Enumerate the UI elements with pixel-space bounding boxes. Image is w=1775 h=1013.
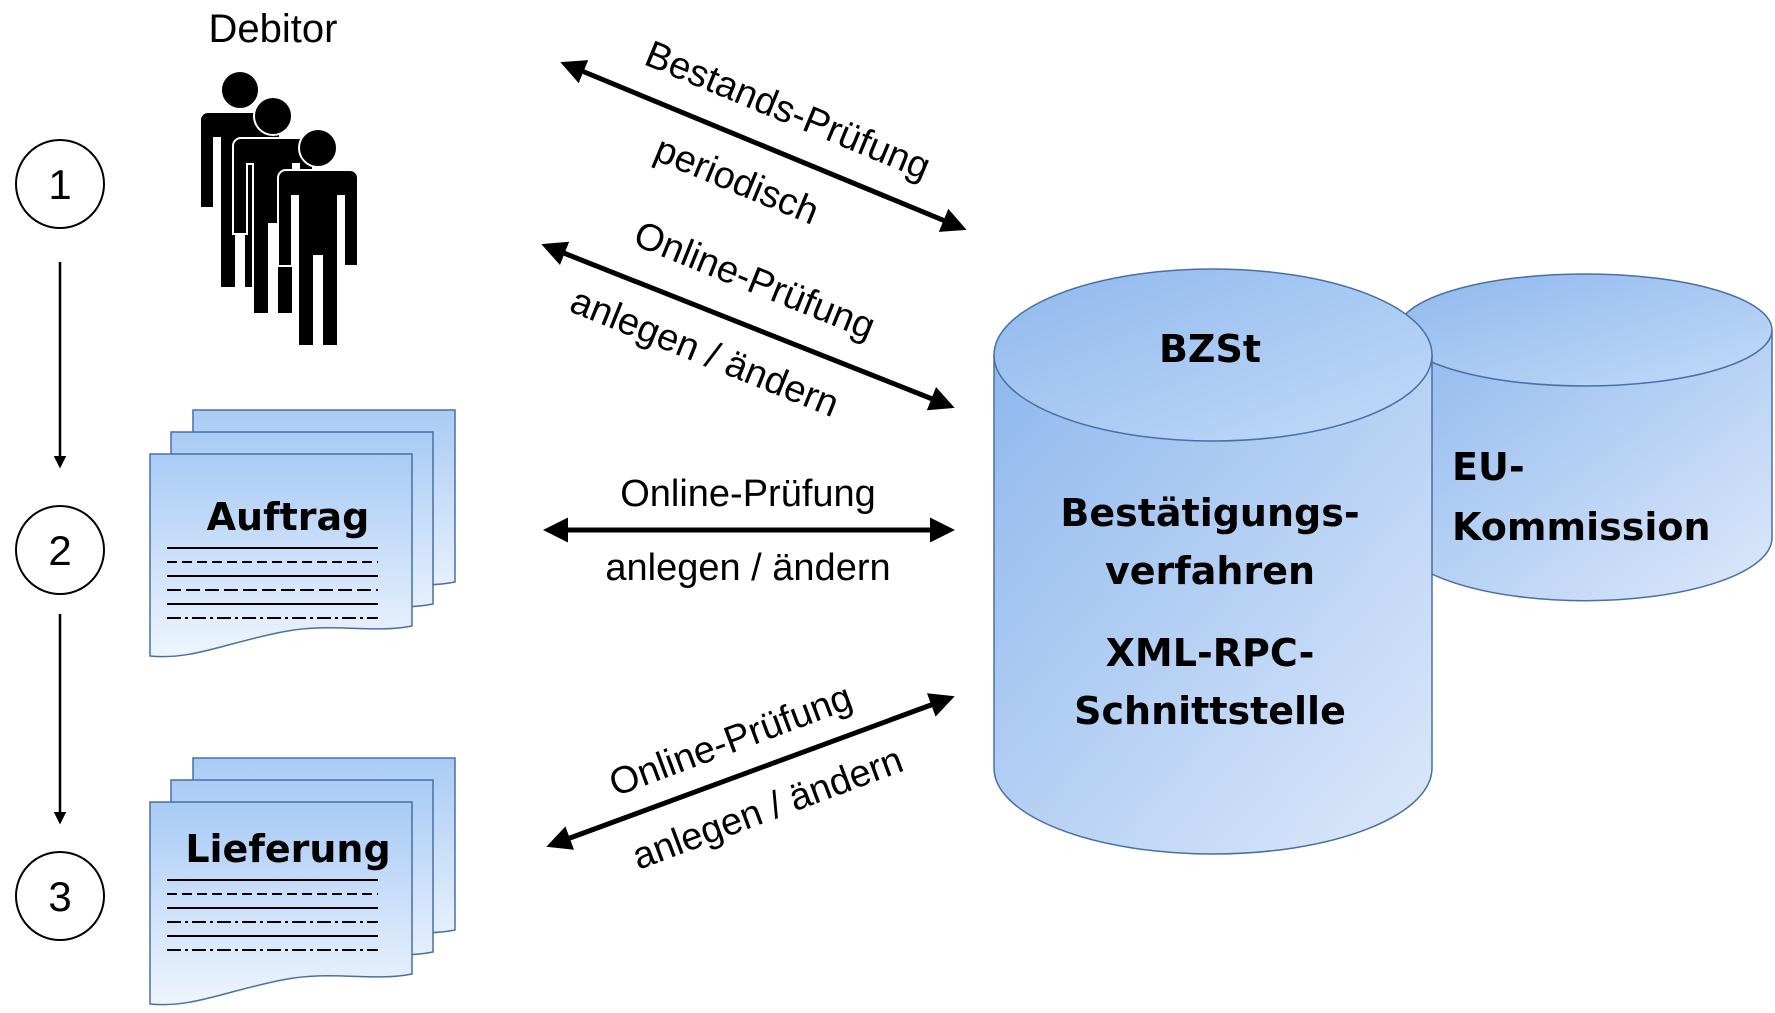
step-3-number: 3 xyxy=(48,873,71,920)
eu-line1: EU- xyxy=(1452,445,1525,489)
lieferung-label: Lieferung xyxy=(185,827,390,871)
step-1: 1 xyxy=(15,139,105,229)
step-2-number: 2 xyxy=(48,527,71,574)
auftrag-online-line1: Online-Prüfung xyxy=(620,473,876,515)
bzst-line1: Bestätigungs- xyxy=(1060,491,1359,535)
people-icon xyxy=(199,70,359,347)
auftrag-lines xyxy=(167,547,378,619)
lieferung-document xyxy=(149,757,456,1006)
bestand-arrow xyxy=(560,60,967,232)
bestand-line2: periodisch xyxy=(649,128,825,233)
lieferung-lines xyxy=(167,879,378,951)
debitor-online-arrow xyxy=(541,241,955,411)
step-3: 3 xyxy=(15,851,105,941)
eu-line2: Kommission xyxy=(1452,505,1711,549)
bzst-title: BZSt xyxy=(1159,327,1261,371)
bzst-database xyxy=(993,268,1433,855)
bzst-line3: XML-RPC- xyxy=(1106,631,1315,675)
step-2: 2 xyxy=(15,505,105,595)
bzst-line4: Schnittstelle xyxy=(1074,689,1346,733)
debitor-label: Debitor xyxy=(209,7,338,51)
auftrag-label: Auftrag xyxy=(207,495,370,539)
bzst-line2: verfahren xyxy=(1105,549,1315,593)
step-1-number: 1 xyxy=(48,161,71,208)
eu-kommission-database xyxy=(1397,273,1773,602)
auftrag-document xyxy=(149,409,456,658)
lieferung-online-arrow xyxy=(546,693,955,850)
auftrag-online-line2: anlegen / ändern xyxy=(605,547,890,589)
